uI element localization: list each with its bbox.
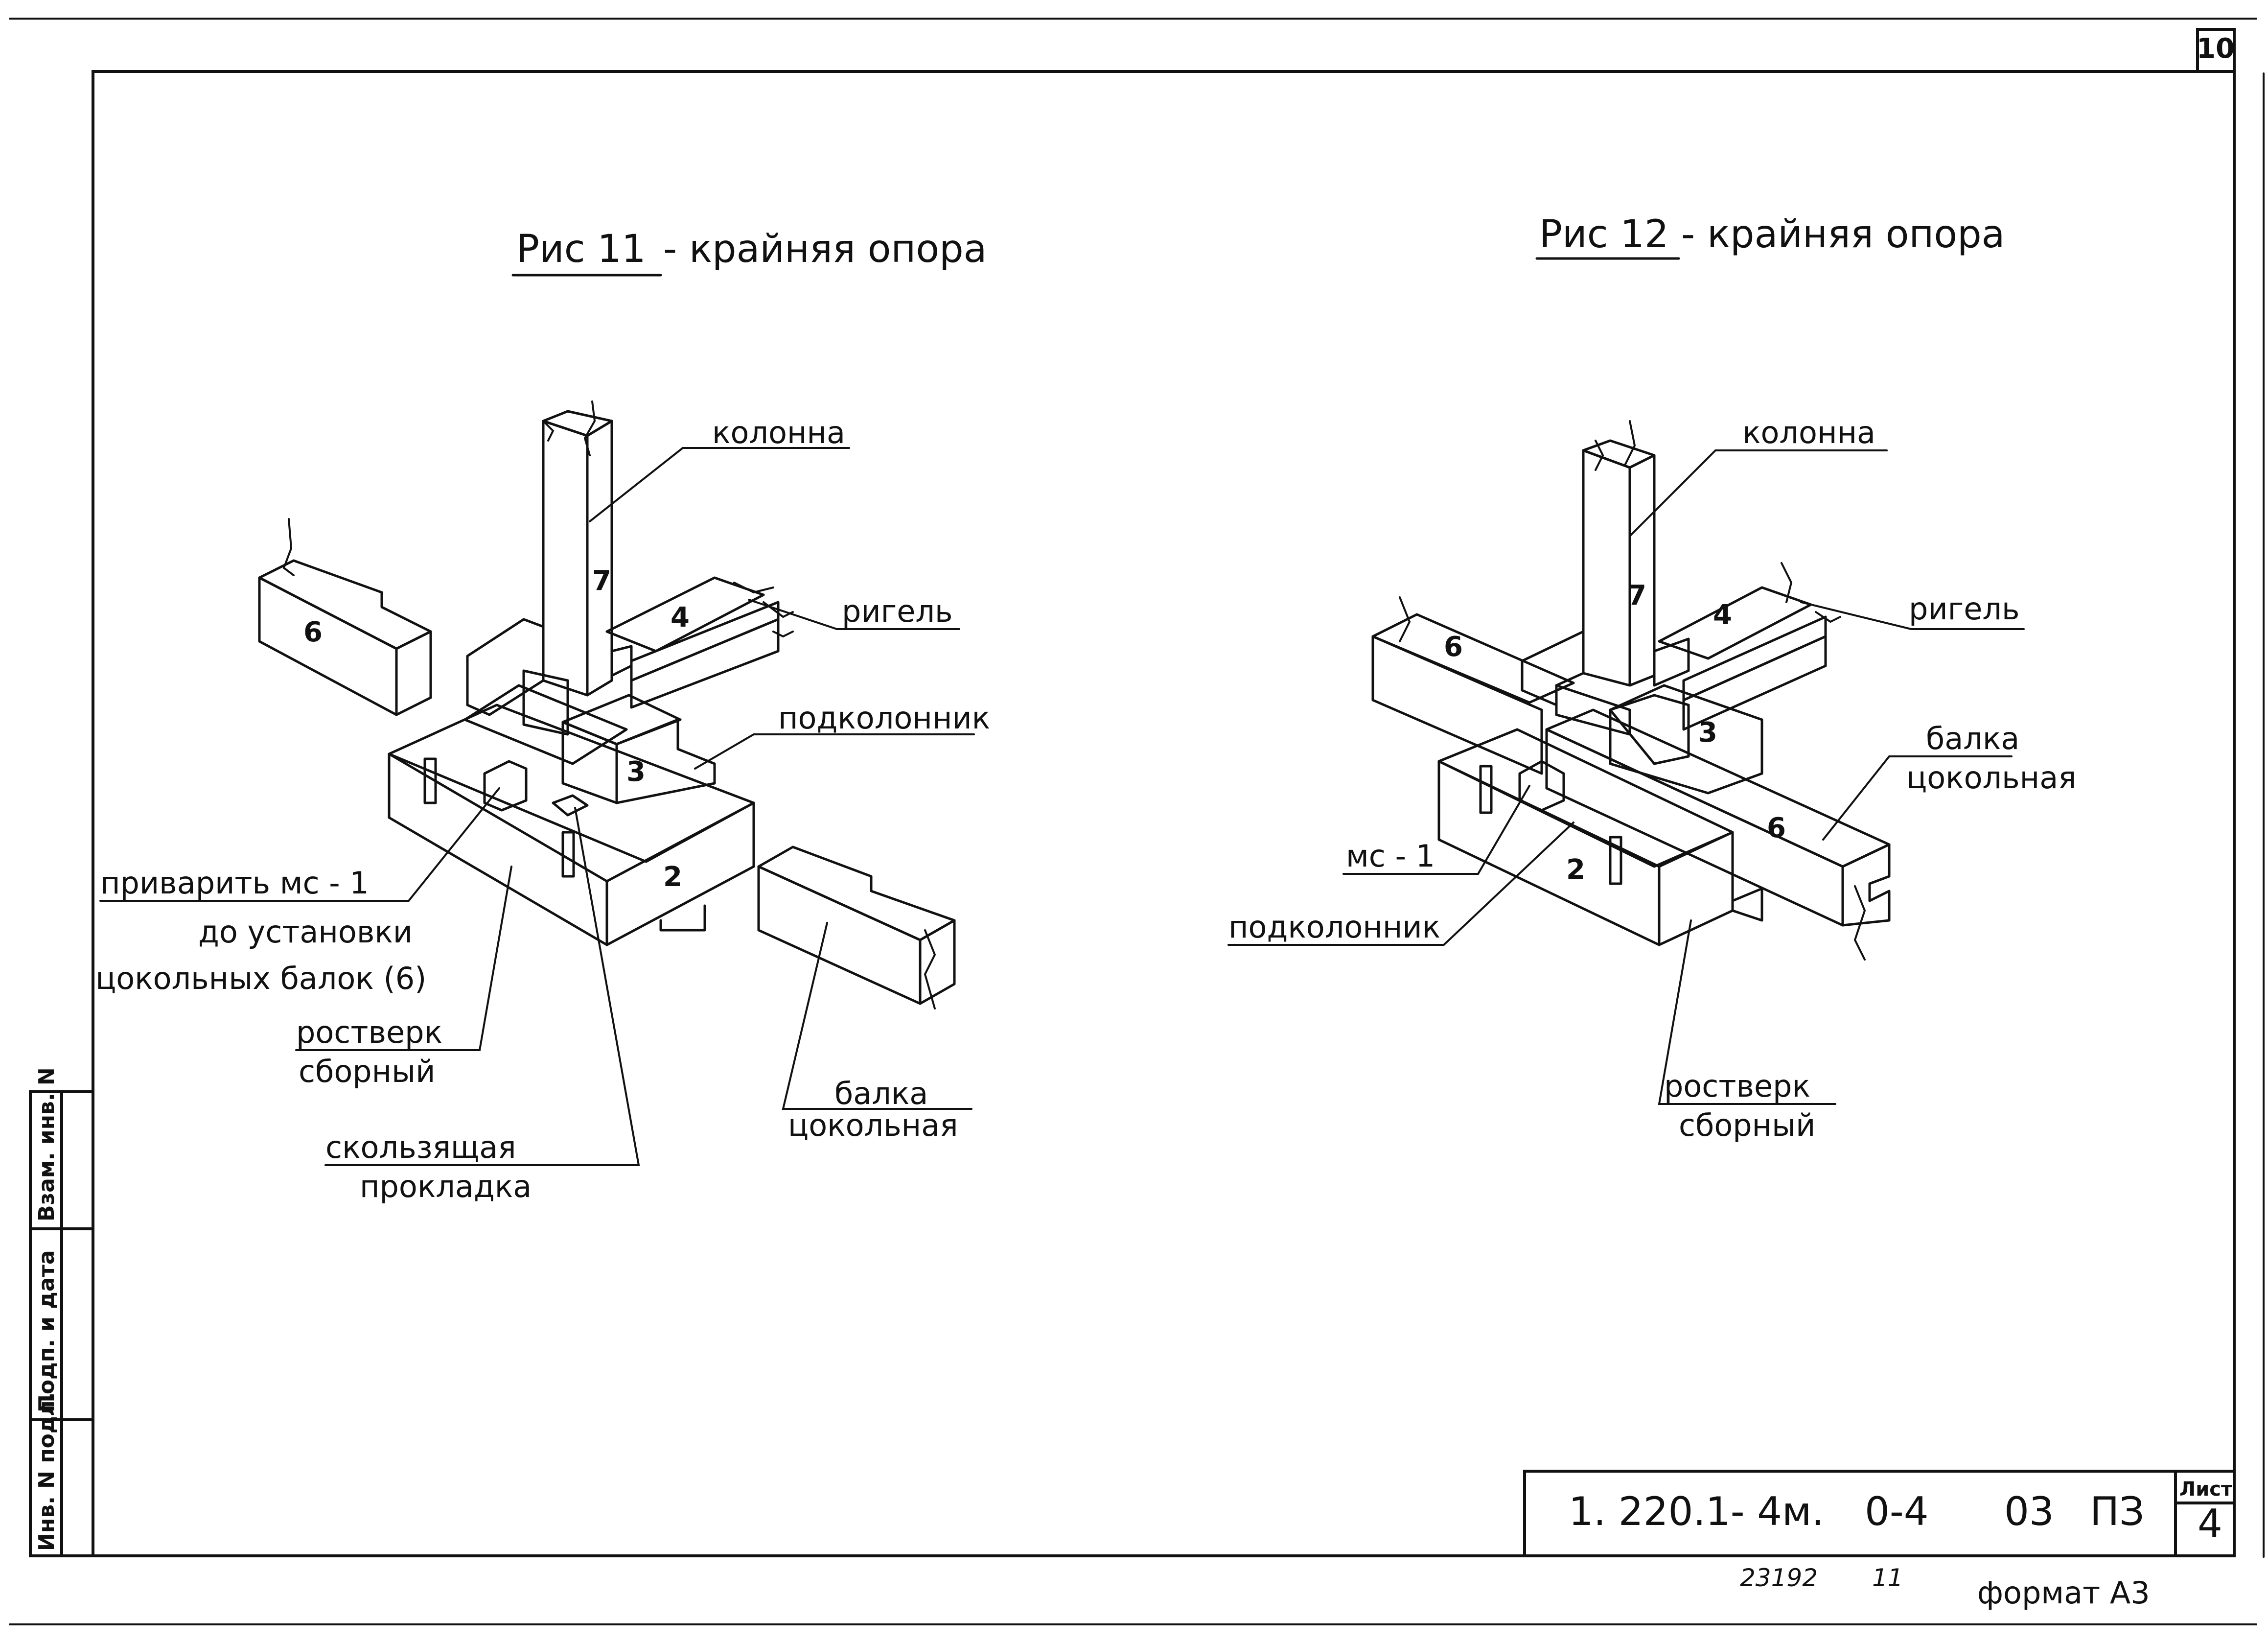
- fig11-column-leader: [589, 447, 850, 522]
- title-doc: ПЗ: [2090, 1489, 2144, 1534]
- fig12-plinth-line1: балка: [1926, 721, 2019, 756]
- archive-sub: 11: [1872, 1564, 1903, 1592]
- fig12-subcolumn-block: [1609, 684, 1763, 795]
- fig12-part-6a: 6: [1444, 631, 1463, 663]
- fig11-part-2: 2: [663, 861, 682, 893]
- fig12-title-rest: - крайняя опора: [1681, 212, 2005, 257]
- fig11-sliding-line1: скользящая: [325, 1129, 516, 1165]
- fig12-grillage-leader: [1658, 919, 1836, 1105]
- figure-11: Рис 11 - крайняя опора: [95, 227, 990, 1204]
- fig12-column-corbels: [1521, 630, 1690, 736]
- fig12-grillage-block: [1437, 728, 1763, 946]
- fig12-crossbar-label: ригель: [1909, 591, 2020, 627]
- fig11-plinth-leader: [782, 922, 972, 1110]
- fig11-weld-line2: до установки: [198, 914, 413, 950]
- fig11-title-rest: - крайняя опора: [663, 227, 987, 271]
- fig12-column: [1582, 420, 1656, 687]
- fig11-column-corbels: [466, 618, 633, 736]
- fig12-mc-label: мс - 1: [1346, 838, 1435, 874]
- fig12-part-3: 3: [1698, 717, 1717, 749]
- fig11-part-3: 3: [626, 756, 646, 788]
- fig11-subcolumn-label: подколонник: [778, 700, 990, 736]
- fig12-title-ref: Рис 12: [1539, 212, 1669, 257]
- fig11-embedded-plates: [423, 757, 589, 878]
- title-code: 1. 220.1- 4м.: [1569, 1489, 1824, 1534]
- stamp-cell-replacement: Взам. инв. N: [34, 1067, 59, 1221]
- fig11-sliding-line2: прокладка: [360, 1169, 532, 1204]
- archive-number: 23192: [1740, 1564, 1818, 1592]
- fig11-weld-line1: приварить мс - 1: [100, 865, 369, 901]
- fig12-part-4: 4: [1713, 599, 1732, 631]
- fig11-part-7: 7: [592, 565, 611, 597]
- fig12-column-label: колонна: [1742, 415, 1875, 450]
- stamp-cell-signature: Подп. и дата: [34, 1250, 59, 1412]
- fig12-part-7: 7: [1627, 580, 1646, 611]
- fig12-part-2: 2: [1566, 854, 1585, 886]
- fig12-subcolumn-leader: [1227, 822, 1574, 946]
- corner-number-box: [2196, 28, 2236, 73]
- sheet-number: 4: [2198, 1501, 2222, 1547]
- fig12-part-6b: 6: [1767, 812, 1786, 844]
- fig12-subcolumn-label: подколонник: [1228, 909, 1440, 945]
- title-part: 03: [2004, 1489, 2054, 1534]
- fig11-crossbar-leader: [748, 599, 960, 630]
- stamp-cell-original: Инв. N подл.: [34, 1392, 59, 1551]
- fig11-crossbar: [605, 576, 794, 709]
- fig11-plinth-beam-upper: [258, 518, 432, 716]
- sheet-label: Лист: [2179, 1478, 2233, 1501]
- fig11-column-label: колонна: [712, 415, 845, 450]
- figure-12: Рис 12 - крайняя опора: [1227, 212, 2077, 1143]
- title-sub: 0-4: [1865, 1489, 1929, 1534]
- title-block: 1. 220.1- 4м. 0-4 03 ПЗ Лист 4: [1523, 1470, 2236, 1557]
- fig12-mc-leader: [1342, 785, 1530, 875]
- fig11-plinth-line2: цокольная: [788, 1107, 958, 1143]
- fig11-crossbar-label: ригель: [842, 593, 953, 629]
- fig12-plinth-beam-left: [1371, 596, 1575, 775]
- fig11-plinth-line1: балка: [834, 1076, 928, 1111]
- fig11-title-ref: Рис 11: [516, 227, 646, 271]
- fig12-plinth-leader: [1822, 755, 2013, 841]
- fig11-grillage-block: [388, 704, 755, 946]
- drawing-frame: [92, 70, 2236, 1557]
- fig11-column: [542, 400, 613, 697]
- fig12-crossbar-leader: [1800, 601, 2025, 630]
- fig12-column-leader: [1629, 449, 1888, 537]
- fig12-grillage-line1: ростверк: [1664, 1068, 1810, 1104]
- sheet-corner-number: 10: [2197, 33, 2235, 65]
- fig11-subcolumn-block: [463, 684, 716, 804]
- side-stamp: Взам. инв. N Подп. и дата Инв. N подл.: [29, 1067, 94, 1557]
- fig12-embedded-plates: [1479, 760, 1622, 885]
- fig11-grillage-leader: [295, 866, 512, 1051]
- fig11-plinth-beam-lower: [757, 845, 956, 1009]
- fig12-plinth-beam: [1545, 708, 1891, 961]
- fig11-sliding-leader: [324, 807, 640, 1166]
- fig12-grillage-line2: сборный: [1679, 1107, 1815, 1143]
- fig11-part-4: 4: [671, 602, 690, 634]
- format-label: формат А3: [1977, 1575, 2150, 1611]
- fig11-part-6: 6: [303, 616, 323, 648]
- fig11-grillage-line2: сборный: [299, 1054, 435, 1089]
- fig11-weld-leader: [99, 787, 500, 902]
- fig11-subcolumn-leader: [694, 733, 975, 770]
- fig11-grillage-line1: ростверк: [296, 1014, 442, 1050]
- fig11-weld-line3: цокольных балок (6): [95, 961, 426, 996]
- fig12-plinth-line2: цокольная: [1906, 760, 2077, 796]
